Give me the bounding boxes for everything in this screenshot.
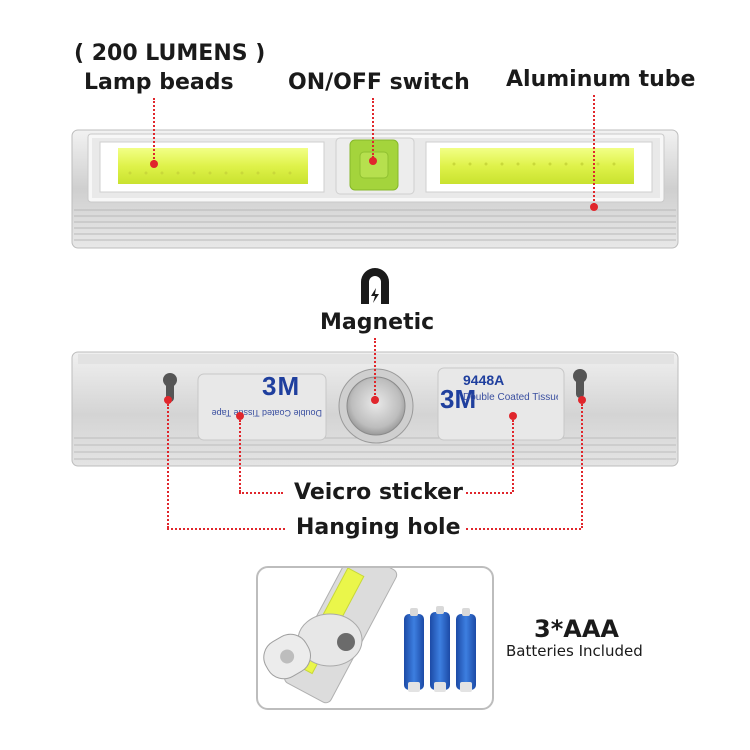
magnetic-dot bbox=[371, 396, 379, 404]
switch-dot bbox=[369, 157, 377, 165]
battery-compartment-drawing bbox=[263, 568, 476, 704]
battery-inset-frame bbox=[256, 566, 494, 710]
velcro-label: Veicro sticker bbox=[294, 480, 463, 505]
right-hole-dot bbox=[578, 396, 586, 404]
hanging-label: Hanging hole bbox=[296, 515, 461, 540]
left-hole-dot bbox=[164, 396, 172, 404]
right-hole-hline bbox=[466, 528, 581, 530]
lamp-beads-leader bbox=[153, 98, 155, 162]
lamp-back-drawing bbox=[71, 351, 679, 467]
lamp-back-view bbox=[70, 350, 682, 468]
right-sticker-subtext: Double Coated Tissue Tape bbox=[463, 392, 558, 403]
right-sticker-leader bbox=[512, 420, 514, 492]
lamp-front-view bbox=[70, 128, 682, 250]
magnet-icon bbox=[355, 262, 395, 306]
battery-count-label: 3*AAA bbox=[534, 615, 619, 643]
switch-leader bbox=[372, 98, 374, 158]
right-sticker-hline bbox=[466, 492, 512, 494]
magnetic-label: Magnetic bbox=[320, 310, 435, 335]
batteries-included-label: Batteries Included bbox=[506, 642, 643, 660]
left-sticker-hline bbox=[239, 492, 283, 494]
left-sticker-leader bbox=[239, 420, 241, 492]
left-sticker-subtext: Double Coated Tissue Tape bbox=[212, 408, 322, 418]
right-sticker-brand: 3M bbox=[440, 384, 477, 414]
lamp-beads-dot bbox=[150, 160, 158, 168]
aluminum-dot bbox=[590, 203, 598, 211]
left-hole-hline bbox=[167, 528, 285, 530]
switch-label: ON/OFF switch bbox=[288, 70, 470, 95]
aluminum-leader bbox=[593, 95, 595, 205]
right-sticker-code: 9448A bbox=[463, 372, 505, 388]
left-sticker-dot bbox=[236, 412, 244, 420]
lumens-label: ( 200 LUMENS ) bbox=[74, 41, 266, 66]
left-sticker-brand: 3M bbox=[262, 371, 301, 401]
right-hole-leader bbox=[581, 404, 583, 528]
magnetic-leader bbox=[374, 338, 376, 398]
aluminum-label: Aluminum tube bbox=[506, 67, 696, 92]
lamp-front-drawing bbox=[71, 129, 679, 249]
left-hole-leader bbox=[167, 404, 169, 528]
lamp-beads-label: Lamp beads bbox=[84, 70, 234, 95]
right-sticker-dot bbox=[509, 412, 517, 420]
